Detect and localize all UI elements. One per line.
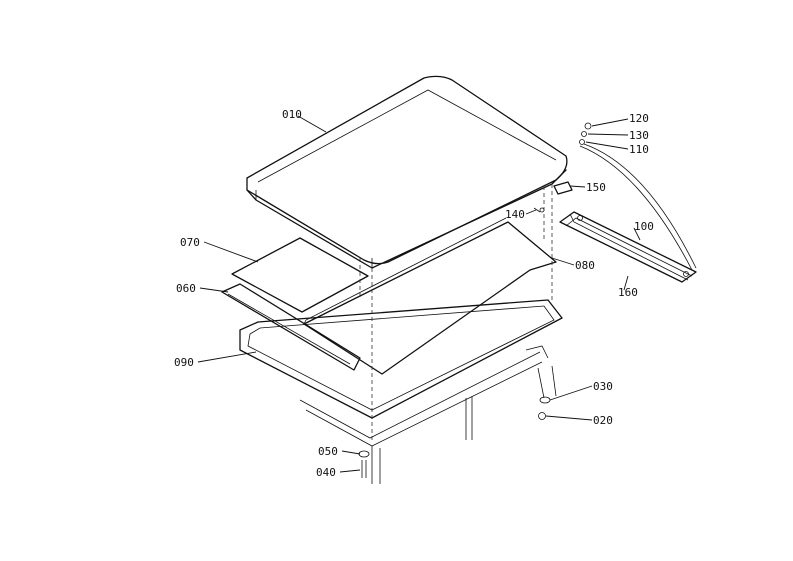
label-060: 060 (176, 282, 196, 295)
part-labels: 010 070 060 090 080 140 150 120 130 110 … (174, 108, 654, 479)
label-110: 110 (629, 143, 649, 156)
projection-lines (359, 184, 553, 440)
label-080: 080 (575, 259, 595, 272)
label-020: 020 (593, 414, 613, 427)
label-050: 050 (318, 445, 338, 458)
platen-sheet (303, 217, 557, 375)
label-130: 130 (629, 129, 649, 142)
label-070: 070 (180, 236, 200, 249)
leader-lines (197, 115, 641, 473)
label-100: 100 (634, 220, 654, 233)
label-090: 090 (174, 356, 194, 369)
hinge-assembly (559, 143, 697, 283)
pad-sheet (231, 237, 369, 313)
glass-frame (221, 283, 361, 371)
cover-lid (246, 75, 568, 269)
hardware (358, 122, 592, 478)
gasket-tray (239, 299, 563, 419)
label-010: 010 (282, 108, 302, 121)
label-160: 160 (618, 286, 638, 299)
label-030: 030 (593, 380, 613, 393)
label-140: 140 (505, 208, 525, 221)
label-040: 040 (316, 466, 336, 479)
label-150: 150 (586, 181, 606, 194)
base-frame (299, 345, 557, 484)
label-120: 120 (629, 112, 649, 125)
